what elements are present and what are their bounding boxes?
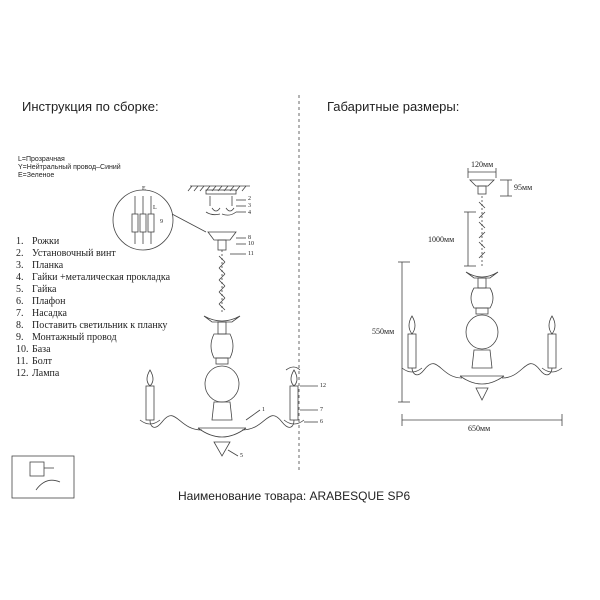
dim-left-flame: [408, 315, 416, 335]
right-candle-tube: [289, 385, 299, 421]
dim-left-candle: [407, 333, 417, 369]
left-arm: [149, 415, 203, 431]
callout-label: 8: [248, 235, 251, 241]
dim-base-bowl: [459, 375, 505, 385]
terminal-block: [131, 213, 139, 233]
switch-illustration: [11, 455, 75, 499]
assembly-instructions-heading: Инструкция по сборке:: [22, 99, 159, 114]
dim-label-canopy-width: 120мм: [471, 160, 494, 169]
parts-list-item: 1.Рожки: [16, 236, 60, 247]
dim-upper-vase: [470, 287, 494, 309]
left-flame-bulb: [146, 369, 154, 387]
callout-label: 6: [320, 419, 323, 425]
wire-hooks: [211, 207, 235, 212]
parts-list-item: 12.Лампа: [16, 368, 60, 379]
terminal-block: [139, 213, 147, 233]
callout-label: 10: [248, 241, 254, 247]
dim-left-bobeche: [401, 367, 423, 373]
parts-list-item: 8.Поставить светильник к планку: [16, 320, 168, 331]
callout-label: 11: [248, 251, 254, 257]
switch-box: [11, 455, 75, 499]
top-cup: [203, 315, 241, 323]
dim-right-candle: [547, 333, 557, 369]
wiring-legend-line: Y=Нейтральный провод–Синий: [18, 164, 121, 171]
stem-segment: [217, 321, 227, 335]
wire-connectors: [205, 211, 237, 216]
dim-finial: [475, 387, 489, 401]
mounting-bracket: [205, 189, 237, 195]
left-bobeche: [139, 419, 161, 425]
callout-label: L: [153, 205, 157, 211]
parts-list-item: 9.Монтажный провод: [16, 332, 117, 343]
parts-list-item: 6.Плафон: [16, 296, 66, 307]
callout-label: 5: [240, 453, 243, 459]
dim-lower-vase: [471, 349, 493, 369]
product-name-footer: Наименование товара: ARABESQUE SP6: [178, 489, 411, 503]
dim-right-arm: [501, 363, 553, 379]
callout-label: 7: [320, 407, 323, 413]
callout-label: 1: [262, 407, 265, 413]
switch-plate: [29, 461, 45, 477]
terminal-block: [147, 213, 155, 233]
dim-right-bobeche: [541, 367, 563, 373]
callout-leader: [227, 449, 239, 457]
parts-list-item: 7.Насадка: [16, 308, 67, 319]
callout-leader: [245, 409, 261, 421]
left-candle-tube: [145, 385, 155, 421]
parts-list-item: 5.Гайка: [16, 284, 57, 295]
dimensions-heading: Габаритные размеры:: [327, 99, 460, 114]
right-flame-bulb: [290, 369, 298, 387]
callout-label: 2: [248, 196, 251, 202]
callout-label: 9: [160, 219, 163, 225]
hand-outline: [35, 479, 61, 491]
dim-canopy: [469, 179, 495, 187]
canopy-collar: [217, 239, 227, 251]
wiring-legend: L=Прозрачная Y=Нейтральный провод–Синий …: [18, 156, 121, 180]
right-arm: [241, 415, 295, 431]
wiring-detail-circle: [112, 189, 174, 251]
dim-chain-links: [478, 201, 486, 259]
dim-label-canopy-height: 95мм: [514, 183, 533, 192]
dim-label-body-height: 550мм: [372, 327, 395, 336]
upper-vase: [210, 333, 234, 359]
callout-label: E: [142, 186, 146, 192]
parts-list-item: 2.Установочный винт: [16, 248, 116, 259]
dim-label-total-width: 650мм: [468, 424, 491, 433]
ceiling-hatch: [187, 185, 247, 192]
parts-list: 1.Рожки 2.Установочный винт 3.Планка 4.Г…: [16, 236, 170, 380]
parts-list-item: 10.База: [16, 344, 51, 355]
parts-list-item: 11.Болт: [16, 356, 52, 367]
base-bowl: [197, 427, 247, 438]
bottom-finial: [213, 441, 231, 457]
dim-left-arm: [411, 363, 463, 379]
dim-top-cup: [465, 271, 499, 279]
callout-label: 12: [320, 383, 326, 389]
canopy: [207, 231, 237, 241]
dimension-chandelier: [398, 168, 563, 426]
dim-stem: [477, 277, 487, 289]
assembly-chandelier: [139, 185, 318, 457]
chain-links: [218, 255, 226, 311]
parts-list-item: 4.Гайки +металическая прокладка: [16, 272, 171, 283]
stem-ring: [215, 357, 229, 365]
rotate-arrow: [285, 366, 301, 371]
wiring-detail: [112, 189, 207, 251]
dim-stem-ring: [475, 307, 489, 315]
wiring-detail-leader: [171, 213, 207, 233]
dim-glass-ball: [465, 314, 499, 350]
dim-right-flame: [548, 315, 556, 335]
wiring-legend-line: L=Прозрачная: [18, 156, 65, 163]
right-bobeche: [283, 419, 305, 425]
dim-label-chain-length: 1000мм: [428, 235, 455, 244]
lower-vase: [211, 401, 233, 421]
dim-canopy-collar: [477, 185, 487, 195]
callout-label: 4: [248, 210, 251, 216]
glass-ball: [204, 365, 240, 403]
parts-list-item: 3.Планка: [16, 260, 64, 271]
wiring-legend-line: E=Зеленое: [18, 172, 55, 179]
callout-label: 3: [248, 203, 251, 209]
